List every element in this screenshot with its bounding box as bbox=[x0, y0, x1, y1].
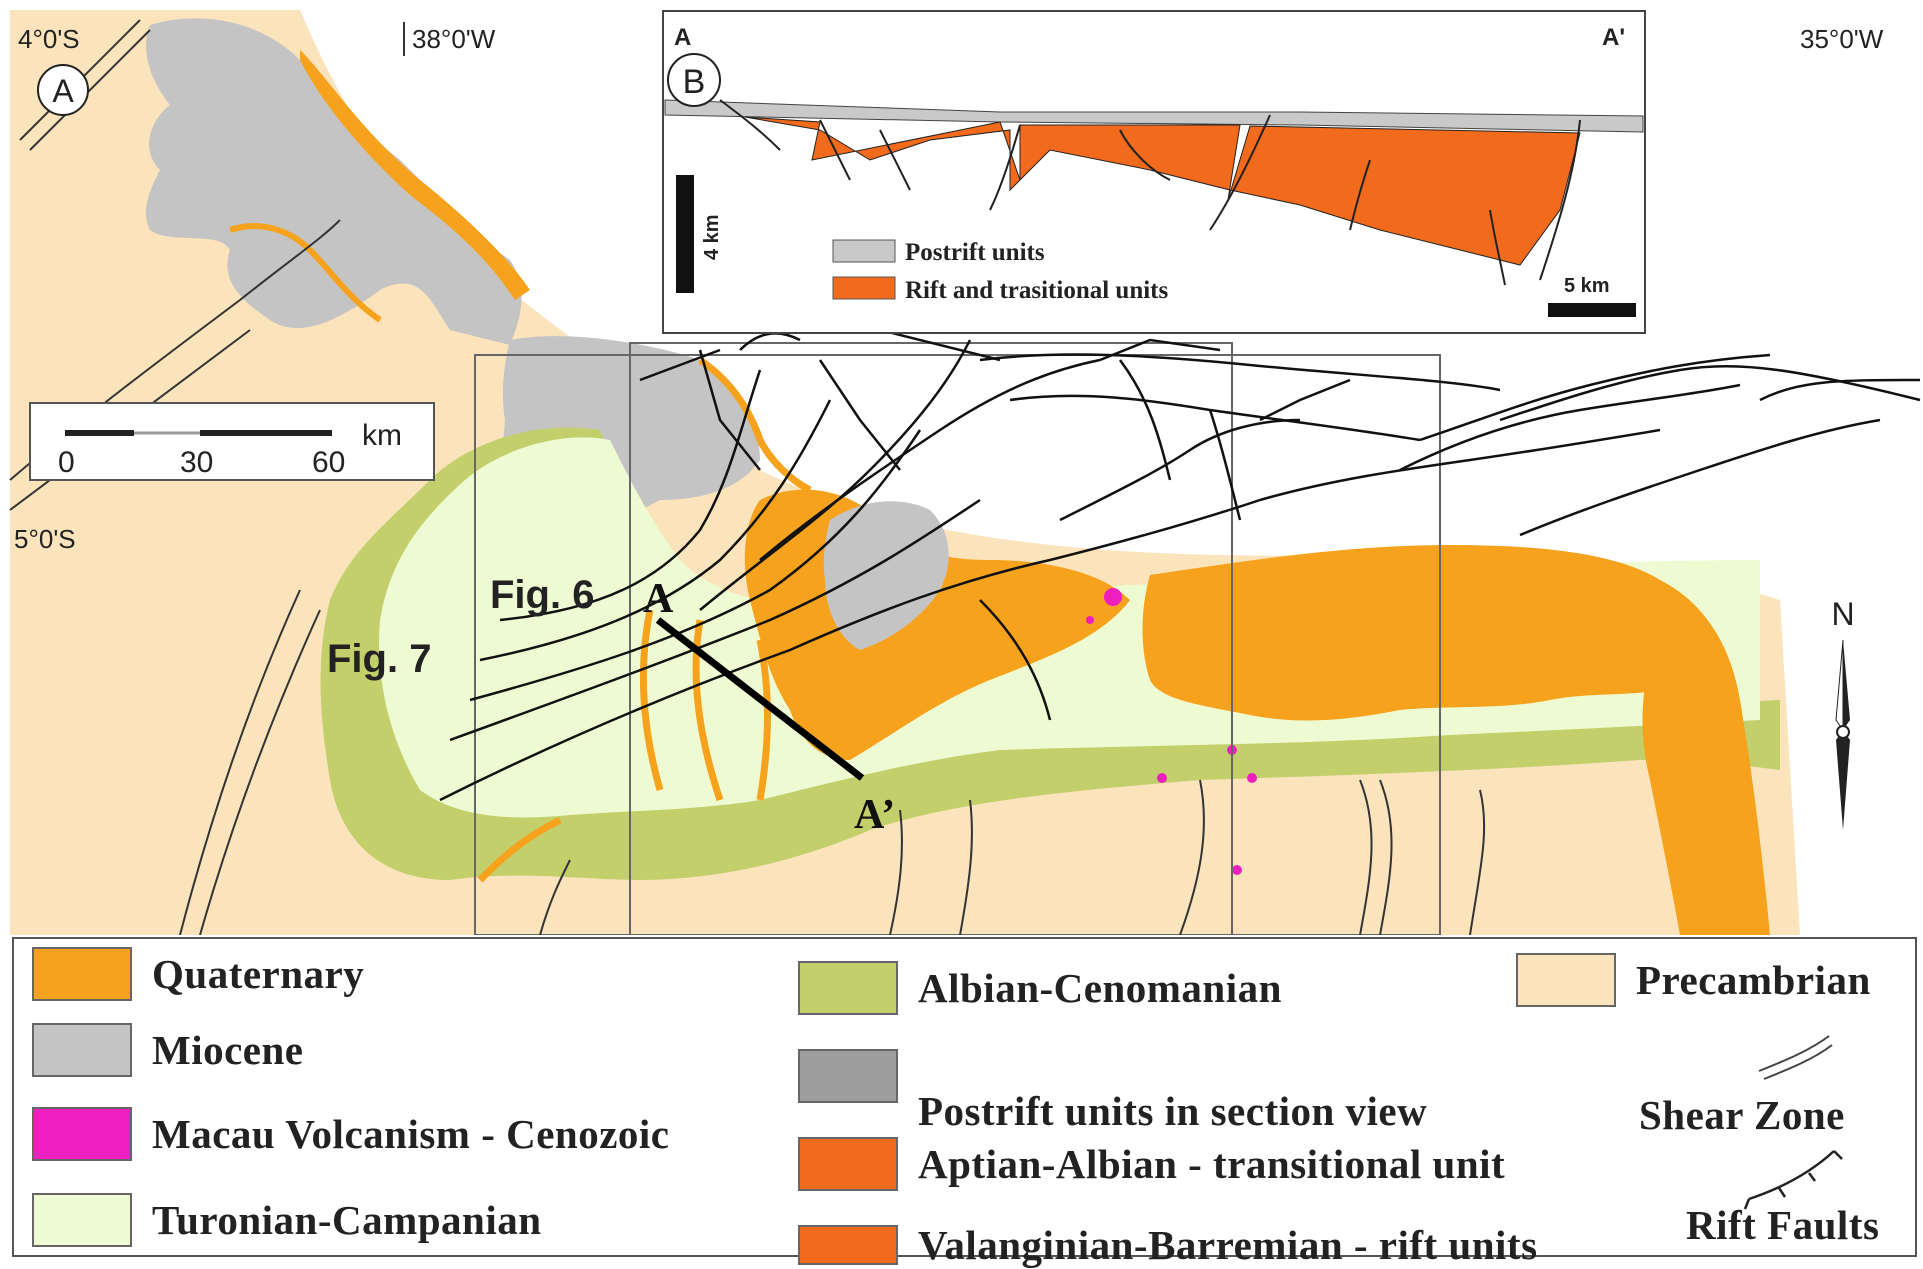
legend-swatch bbox=[798, 1225, 898, 1265]
section-start-label: A bbox=[643, 576, 674, 622]
legend-label: Turonian-Campanian bbox=[152, 1197, 542, 1243]
legend-swatch bbox=[798, 1049, 898, 1103]
quaternary-inland-east bbox=[1142, 545, 1700, 721]
section-line-a-a bbox=[655, 617, 865, 781]
inset-cross-section: B A A' 4 km 5 km Postrift units Rift and… bbox=[662, 10, 1646, 334]
map-legend: Quaternary Miocene Macau Volcanism - Cen… bbox=[12, 937, 1917, 1268]
section-end-label: A’ bbox=[854, 792, 895, 838]
lon-label-right: 35°0'W bbox=[1800, 24, 1884, 54]
lat-label-mid: 5°0'S bbox=[14, 524, 76, 554]
legend-swatch bbox=[1516, 953, 1616, 1007]
miocene-north-area bbox=[145, 18, 522, 345]
quaternary-river-network bbox=[477, 609, 771, 883]
legend-item-quaternary: Quaternary bbox=[32, 947, 364, 1001]
scale-tick-30: 30 bbox=[180, 446, 213, 479]
inset-legend-rift-swatch bbox=[832, 276, 896, 300]
lon-label-left: 38°0'W bbox=[412, 24, 496, 54]
legend-label: Aptian-Albian - transitional unit bbox=[918, 1141, 1506, 1187]
inset-vertical-scale: 4 km bbox=[701, 214, 723, 260]
lat-label-top: 4°0'S bbox=[18, 24, 80, 54]
quaternary-coast-strip bbox=[300, 50, 530, 300]
inset-horizontal-scale: 5 km bbox=[1564, 275, 1610, 297]
legend-label: Quaternary bbox=[152, 951, 365, 997]
legend-label: Albian-Cenomanian bbox=[918, 965, 1282, 1011]
legend-swatch bbox=[32, 1023, 132, 1077]
legend-swatch bbox=[798, 1137, 898, 1191]
inset-legend-postrift-label: Postrift units bbox=[905, 239, 1045, 266]
scale-unit: km bbox=[362, 419, 402, 452]
legend-label: Precambrian bbox=[1636, 957, 1871, 1003]
legend-item-aptian-albian: Aptian-Albian - transitional unit bbox=[798, 1137, 1505, 1191]
legend-item-turonian-campanian: Turonian-Campanian bbox=[32, 1193, 542, 1247]
scale-tick-0: 0 bbox=[58, 446, 75, 479]
legend-label: Macau Volcanism - Cenozoic bbox=[152, 1111, 670, 1157]
scale-bar: 0 30 60 km bbox=[29, 402, 435, 481]
fig7-study-area-box bbox=[474, 354, 1441, 935]
legend-item-valanginian-barremian: Valanginian-Barremian - rift units bbox=[798, 1221, 1538, 1269]
rift-fault-symbol bbox=[1743, 1150, 1843, 1210]
miocene-inland-patch bbox=[823, 501, 949, 650]
legend-label-postrift-section: Postrift units in section view bbox=[918, 1088, 1428, 1134]
shear-zone-label: Shear Zone bbox=[1639, 1092, 1845, 1138]
panel-a-circle bbox=[37, 64, 89, 116]
panel-a-label: A bbox=[52, 73, 74, 109]
fig6-label: Fig. 6 bbox=[490, 573, 594, 617]
rift-fault-lines bbox=[439, 328, 1921, 802]
inset-panel-label: B bbox=[683, 63, 706, 101]
rift-faults-label: Rift Faults bbox=[1686, 1202, 1880, 1248]
north-arrow: N bbox=[1831, 596, 1855, 830]
inset-right-end: A' bbox=[1602, 24, 1625, 51]
fig7-label: Fig. 7 bbox=[327, 637, 431, 681]
inset-postrift-layer bbox=[664, 99, 1644, 133]
inset-left-end: A bbox=[674, 24, 691, 51]
legend-item-precambrian: Precambrian bbox=[1516, 953, 1871, 1007]
legend-item-macau-volcanism: Macau Volcanism - Cenozoic bbox=[32, 1107, 670, 1161]
scale-tick-60: 60 bbox=[312, 446, 345, 479]
inset-rift-layer bbox=[744, 116, 1581, 266]
quaternary-east-coast bbox=[1642, 580, 1770, 935]
inset-legend-rift-label: Rift and trasitional units bbox=[905, 277, 1169, 304]
legend-swatch bbox=[32, 1193, 132, 1247]
shear-zone-symbol bbox=[1758, 1035, 1833, 1080]
quaternary-river bbox=[229, 223, 382, 323]
legend-item-postrift-section bbox=[798, 1049, 898, 1103]
legend-swatch bbox=[32, 1107, 132, 1161]
legend-swatch bbox=[32, 947, 132, 1001]
coast-quaternary-rim bbox=[698, 357, 812, 494]
legend-item-albian-cenomanian: Albian-Cenomanian bbox=[798, 961, 1282, 1015]
legend-label: Miocene bbox=[152, 1027, 304, 1073]
geologic-map: 4°0'S 5°0'S 38°0'W 35°0'W A 0 30 60 km F… bbox=[9, 10, 1921, 935]
legend-swatch bbox=[798, 961, 898, 1015]
north-label: N bbox=[1831, 596, 1854, 632]
legend-label: Valanginian-Barremian - rift units bbox=[918, 1222, 1538, 1268]
legend-item-miocene: Miocene bbox=[32, 1023, 303, 1077]
inset-legend-postrift-swatch bbox=[832, 239, 896, 263]
